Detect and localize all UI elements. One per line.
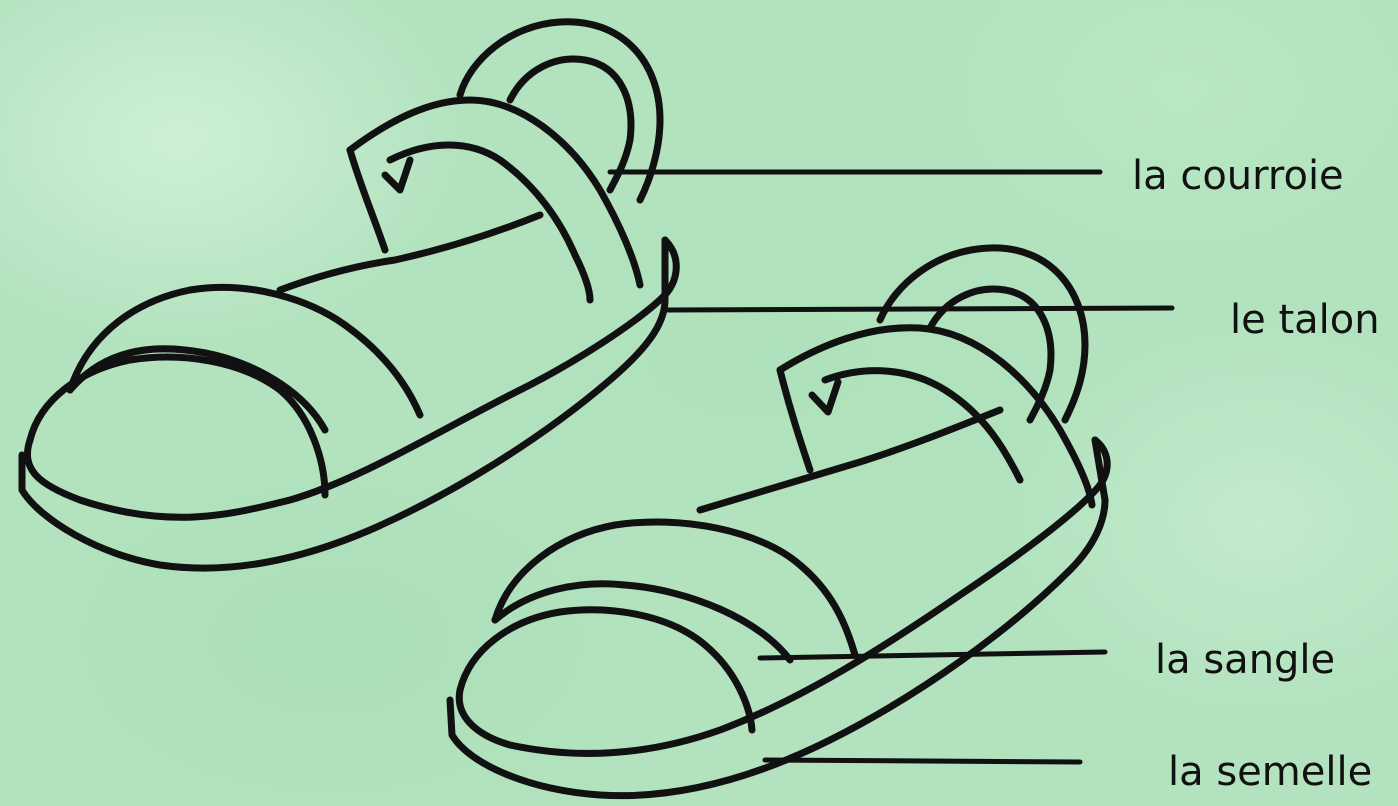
right-toe	[460, 610, 752, 730]
leader-lines	[610, 172, 1172, 762]
left-sole-bottom	[22, 300, 665, 568]
left-front-strap	[70, 287, 420, 415]
right-ankle-strap	[780, 328, 1092, 505]
right-sandal	[450, 248, 1107, 796]
label-courroie: la courroie	[1132, 156, 1344, 196]
left-sole-top	[27, 240, 676, 517]
left-sandal	[22, 22, 676, 568]
label-sangle: la sangle	[1155, 640, 1335, 680]
leader-line-sangle	[760, 652, 1105, 658]
label-talon: le talon	[1230, 300, 1380, 340]
label-semelle: la semelle	[1168, 752, 1372, 792]
right-back-loop	[880, 248, 1085, 420]
leader-line-talon	[668, 308, 1172, 310]
leader-line-semelle	[765, 760, 1080, 762]
